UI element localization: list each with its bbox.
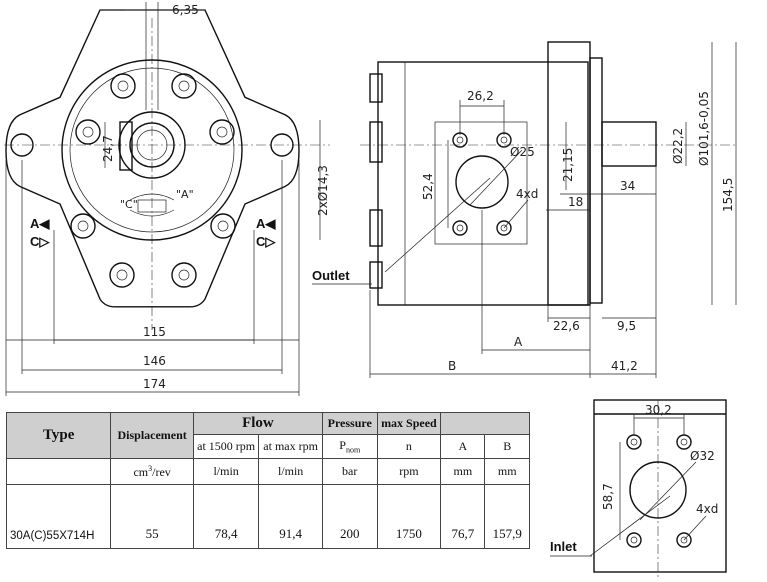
row-pressure: 200: [321, 484, 378, 549]
dim-4xd-inlet: 4xd: [696, 502, 718, 516]
dim-174: 174: [143, 377, 166, 391]
dim-30-2: 30,2: [645, 403, 672, 417]
row-a: 76,7: [440, 484, 486, 549]
label-c-left: C▷: [30, 234, 50, 249]
dim-6-35: 6,35: [172, 3, 199, 17]
row-flow-max: 91,4: [258, 484, 323, 549]
dim-26-2: 26,2: [467, 89, 494, 103]
dim-101-6: Ø101,6-0,05: [697, 91, 711, 166]
dim-25: Ø25: [510, 145, 535, 159]
dim-58-7: 58,7: [601, 483, 615, 510]
header-a: A: [440, 434, 486, 459]
dim-22-6: 22,6: [553, 319, 580, 333]
label-a-right: A◀: [256, 216, 276, 231]
inlet-label: Inlet: [550, 539, 577, 554]
unit-speed: rpm: [376, 458, 442, 485]
dim-2x14-3: 2xØ14,3: [316, 165, 330, 216]
label-a-left: A◀: [30, 216, 50, 231]
header-flow: Flow: [192, 412, 323, 435]
spec-table: Type Displacement Flow Pressure max Spee…: [5, 412, 530, 549]
header-max-speed: max Speed: [376, 412, 442, 435]
header-b: B: [484, 434, 530, 459]
rotation-a: "A": [176, 188, 194, 201]
row-flow-1500: 78,4: [192, 484, 260, 549]
unit-flow-max: l/min: [258, 458, 323, 485]
unit-displacement: cm3/rev: [110, 458, 194, 485]
dim-24-7: 24,7: [101, 135, 115, 162]
unit-a: mm: [440, 458, 486, 485]
dim-41-2: 41,2: [611, 359, 638, 373]
header-dims: [440, 412, 530, 435]
rotation-c: "C": [120, 198, 138, 211]
dim-9-5: 9,5: [617, 319, 636, 333]
header-pressure: Pressure: [321, 412, 378, 435]
unit-flow-1500: l/min: [192, 458, 260, 485]
label-c-right: C▷: [256, 234, 276, 249]
dim-52-4: 52,4: [421, 173, 435, 200]
side-view: [360, 41, 738, 378]
inlet-view: [589, 399, 727, 578]
dim-B: B: [448, 359, 456, 373]
header-pnom: Pnom: [321, 434, 378, 459]
row-b: 157,9: [484, 484, 530, 549]
header-flow-max: at max rpm: [258, 434, 323, 459]
row-speed: 1750: [376, 484, 442, 549]
row-displacement: 55: [110, 484, 194, 549]
unit-pressure: bar: [321, 458, 378, 485]
dim-4xd-side: 4xd: [516, 187, 538, 201]
header-displacement: Displacement: [110, 412, 194, 459]
unit-type: [5, 458, 112, 485]
header-type: Type: [5, 412, 112, 459]
header-flow-1500: at 1500 rpm: [192, 434, 260, 459]
dim-22-2: Ø22,2: [671, 128, 685, 164]
dim-154-5: 154,5: [721, 178, 735, 212]
outlet-label: Outlet: [312, 268, 350, 283]
row-type: 30A(C)55X714H: [5, 484, 112, 549]
front-view: [4, 2, 330, 396]
dim-32: Ø32: [690, 449, 715, 463]
dim-146: 146: [143, 354, 166, 368]
dim-34: 34: [620, 179, 635, 193]
dim-18: 18: [568, 195, 583, 209]
dim-A: A: [514, 335, 523, 349]
header-n: n: [376, 434, 442, 459]
dim-21-15: 21,15: [561, 148, 575, 182]
unit-b: mm: [484, 458, 530, 485]
dim-115: 115: [143, 325, 166, 339]
